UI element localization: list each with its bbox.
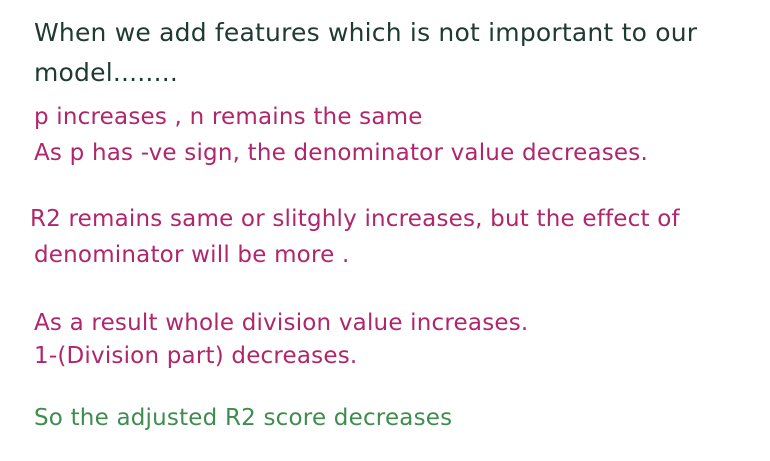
- paragraph-2-line-1: R2 remains same or slitghly increases, b…: [30, 206, 680, 232]
- heading-line-1: When we add features which is not import…: [34, 18, 698, 47]
- paragraph-3-line-2: 1-(Division part) decreases.: [34, 343, 358, 369]
- paragraph-3-line-1: As a result whole division value increas…: [34, 310, 529, 336]
- paragraph-2-line-2: denominator will be more .: [34, 242, 350, 268]
- paragraph-1-line-2: As p has -ve sign, the denominator value…: [34, 140, 648, 166]
- conclusion-line: So the adjusted R2 score decreases: [34, 405, 453, 431]
- paragraph-1-line-1: p increases , n remains the same: [34, 104, 423, 130]
- heading-line-2: model........: [34, 58, 179, 87]
